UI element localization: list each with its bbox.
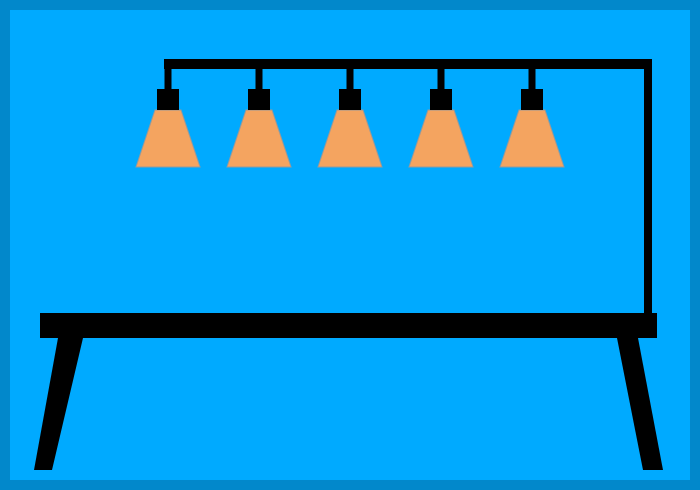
lamp-stem — [346, 69, 354, 92]
table-left-leg — [34, 338, 83, 470]
lamps-group — [135, 69, 565, 168]
lamp-5 — [499, 69, 565, 168]
lamp-socket — [430, 89, 452, 110]
lamp-socket — [339, 89, 361, 110]
lamp-socket — [248, 89, 270, 110]
lamp-socket — [157, 89, 179, 110]
lamp-stem — [437, 69, 445, 92]
tabletop — [40, 313, 657, 338]
lamp-2 — [226, 69, 292, 168]
lamp-socket — [521, 89, 543, 110]
ceiling-rail-bar — [164, 59, 652, 69]
lamp-stem — [255, 69, 263, 92]
lamp-4 — [408, 69, 474, 168]
lamp-3 — [317, 69, 383, 168]
rail-support-pole — [644, 59, 652, 313]
table-right-leg — [617, 338, 663, 470]
lamp-stem — [164, 69, 172, 92]
lamp-1 — [135, 69, 201, 168]
lamp-stem — [528, 69, 536, 92]
